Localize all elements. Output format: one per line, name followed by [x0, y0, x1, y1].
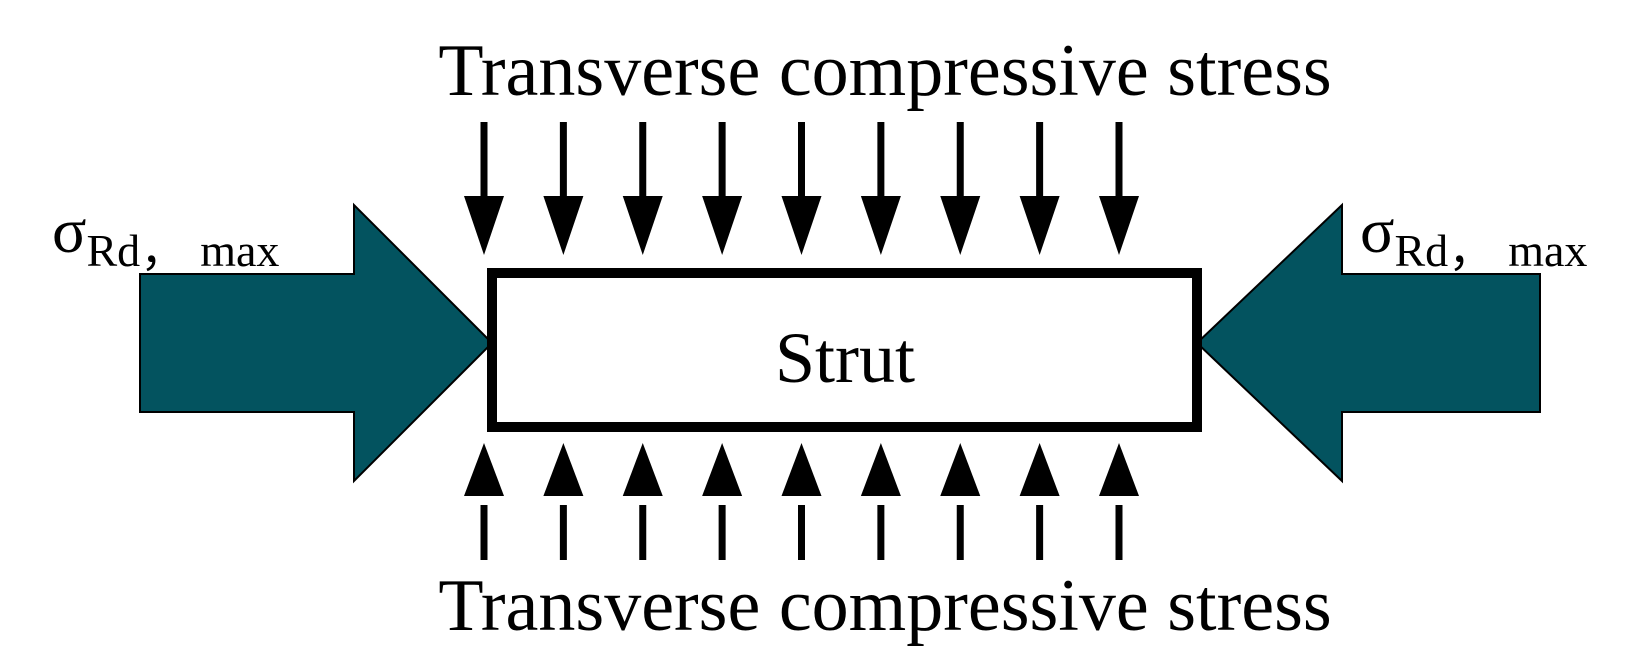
- down-arrow: [860, 122, 901, 255]
- down-arrow: [1019, 122, 1060, 255]
- strut-box: [487, 268, 1202, 432]
- right-force-subscript-b: max: [1508, 225, 1587, 276]
- right-force-arrow: [1195, 202, 1541, 484]
- up-arrow: [781, 443, 822, 560]
- up-arrow: [860, 443, 901, 560]
- down-arrow: [464, 122, 504, 255]
- right-force-symbol: σ: [1360, 195, 1395, 266]
- left-force-label: σRd， max: [52, 195, 279, 276]
- top-stress-label: Transverse compressive stress: [438, 30, 1331, 112]
- left-force-arrow: [139, 202, 494, 484]
- down-arrow: [940, 122, 981, 255]
- bottom-stress-label: Transverse compressive stress: [438, 565, 1331, 647]
- up-arrow: [940, 443, 981, 560]
- up-arrow: [543, 443, 584, 560]
- up-arrow: [464, 443, 504, 560]
- down-arrow: [622, 122, 663, 255]
- right-force-label: σRd， max: [1360, 195, 1587, 276]
- right-force-separator: ，: [1448, 225, 1494, 276]
- down-arrow: [543, 122, 584, 255]
- up-arrow: [1099, 443, 1139, 560]
- up-arrow: [622, 443, 663, 560]
- top-stress-arrows: [464, 122, 1139, 255]
- down-arrow: [702, 122, 743, 255]
- down-arrow: [781, 122, 822, 255]
- left-force-symbol: σ: [52, 195, 87, 266]
- right-force-subscript-a: Rd: [1395, 225, 1449, 276]
- bottom-stress-arrows: [464, 443, 1139, 560]
- up-arrow: [1019, 443, 1060, 560]
- left-force-subscript-a: Rd: [87, 225, 141, 276]
- left-force-subscript-b: max: [200, 225, 279, 276]
- left-force-separator: ，: [140, 225, 186, 276]
- down-arrow: [1099, 122, 1139, 255]
- up-arrow: [702, 443, 743, 560]
- strut-label: Strut: [775, 318, 915, 398]
